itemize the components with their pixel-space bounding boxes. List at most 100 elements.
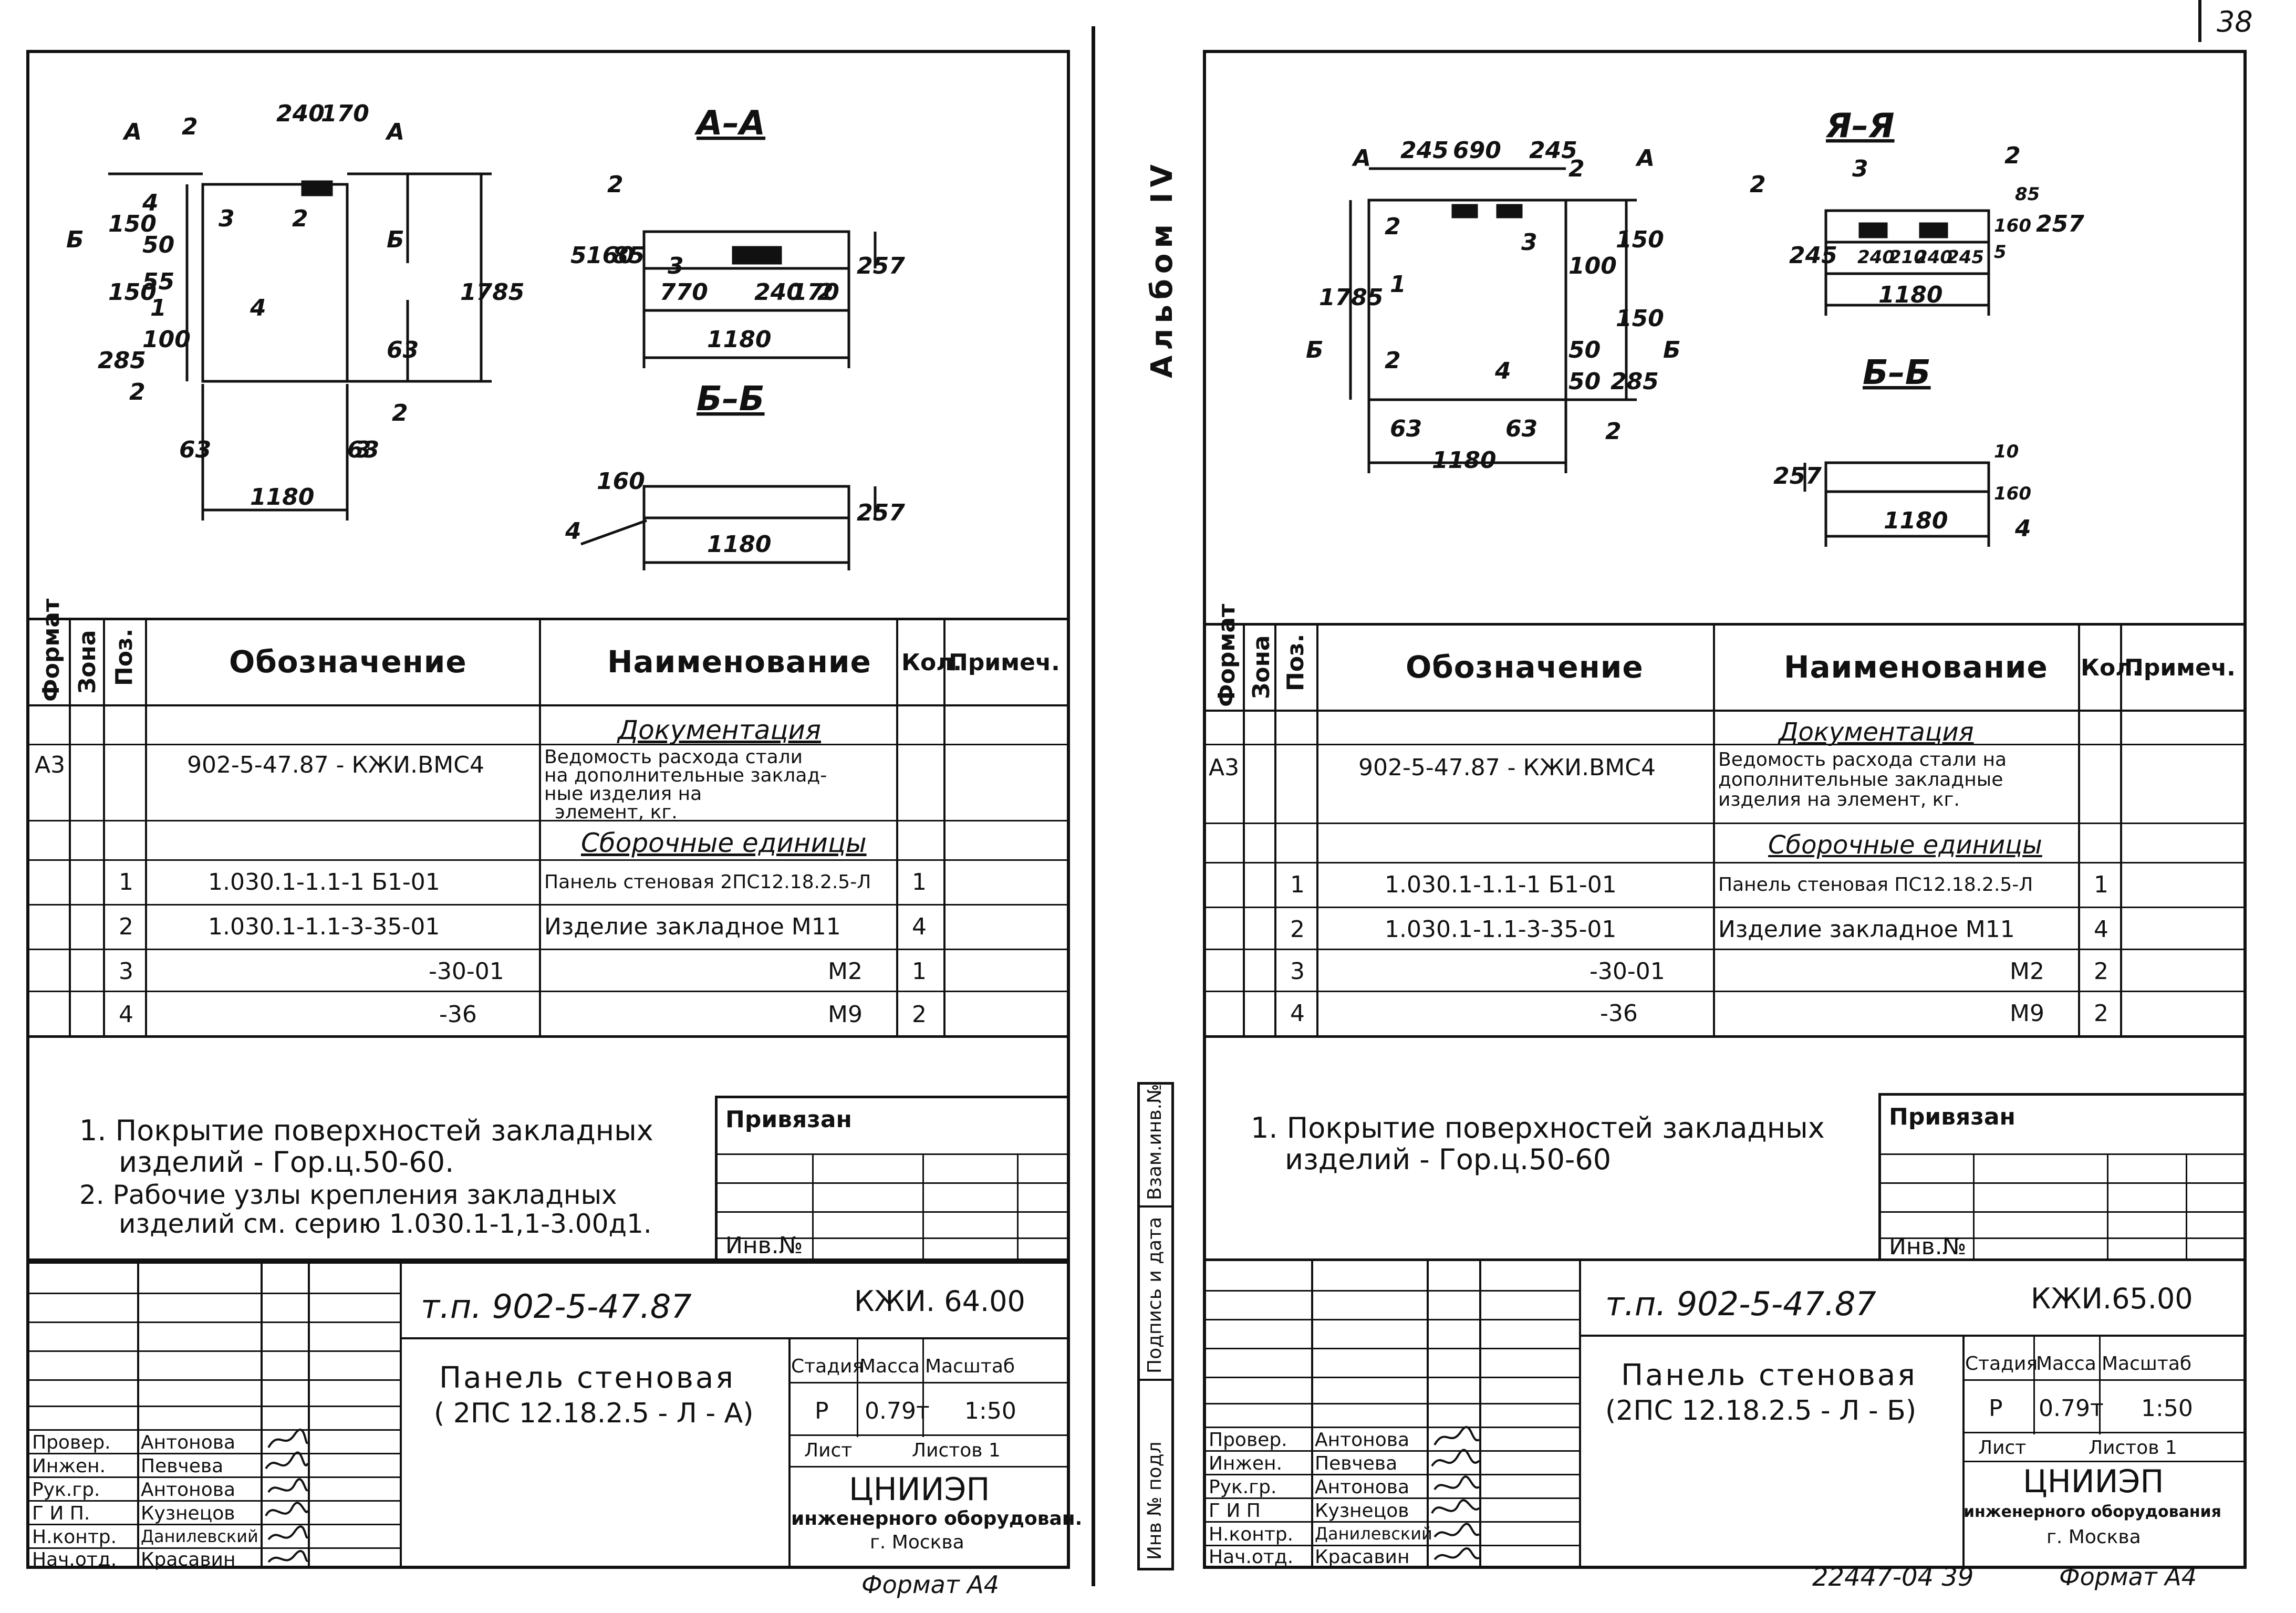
section-aa-title: Я–Я bbox=[1825, 107, 1895, 145]
privyazan-box: Привязан Инв.№ bbox=[715, 1096, 1069, 1261]
dim: 240 bbox=[1857, 247, 1895, 268]
dim: 50 bbox=[1568, 337, 1601, 363]
dim: 257 bbox=[1773, 463, 1822, 490]
leader: 3 bbox=[668, 253, 684, 279]
page-number: 38 bbox=[2217, 5, 2253, 38]
sheet-label: Лист bbox=[804, 1440, 853, 1461]
section-bb-title: Б–Б bbox=[697, 380, 765, 419]
col-designation: Обозначение bbox=[1406, 649, 1644, 685]
dim: 1785 bbox=[1319, 284, 1383, 311]
dim: 85 bbox=[612, 242, 645, 269]
role-name: Кузнецов bbox=[141, 1503, 235, 1524]
title-block: т.п. 902-5-47.87 КЖИ.65.00 Панель стенов… bbox=[1206, 1258, 2243, 1568]
doc-format: А3 bbox=[35, 752, 66, 778]
note-line: 1. Покрытие поверхностей закладных bbox=[79, 1114, 653, 1147]
dim: 690 bbox=[1453, 137, 1501, 164]
spec-table: Формат Зона Поз. Обозначение Наименовани… bbox=[29, 598, 1067, 1059]
role-name: Певчева bbox=[141, 1455, 224, 1477]
leader: 2 bbox=[1750, 171, 1766, 198]
col-pos: Поз. bbox=[1282, 633, 1309, 691]
dim: 285 bbox=[98, 347, 146, 374]
sheet-label: Лист bbox=[1978, 1437, 2027, 1459]
col-designation: Обозначение bbox=[229, 644, 467, 680]
mark-a: А bbox=[1352, 145, 1371, 172]
row-qty: 2 bbox=[2094, 1000, 2108, 1027]
doc-designation: 902-5-47.87 - КЖИ.ВМС4 bbox=[187, 752, 484, 778]
leader: 4 bbox=[250, 295, 266, 321]
signature-marks bbox=[265, 1429, 309, 1563]
dim: 63 bbox=[347, 436, 379, 463]
dim: 63 bbox=[179, 436, 211, 463]
title-line: ( 2ПС 12.18.2.5 - Л - А) bbox=[434, 1398, 754, 1429]
dim: 245 bbox=[1529, 137, 1577, 164]
privyazan-box: Привязан Инв.№ bbox=[1878, 1093, 2246, 1261]
sheet-left: А–А Б–Б А Б А Б 240 170 150 150 50 55 28… bbox=[26, 50, 1082, 1570]
doc-name-line: Ведомость расхода стали на bbox=[1718, 749, 2007, 771]
section-docs: Документация bbox=[1779, 717, 1974, 747]
dim: 1180 bbox=[1884, 507, 1948, 534]
section-bb-panel bbox=[1824, 461, 1990, 493]
dim: 770 bbox=[660, 279, 708, 306]
row-qty: 2 bbox=[2094, 958, 2108, 985]
section-docs: Документация bbox=[618, 715, 821, 745]
role-name: Данилевский bbox=[141, 1526, 258, 1546]
role: Н.контр. bbox=[1209, 1524, 1294, 1545]
dim: 160 bbox=[1994, 215, 2031, 236]
dim: 150 bbox=[108, 211, 157, 237]
dim: 240 bbox=[754, 279, 803, 306]
mark-b: Б bbox=[1663, 337, 1681, 363]
leader: 2 bbox=[607, 171, 624, 198]
scale-label: Масштаб bbox=[2102, 1353, 2192, 1375]
doc-name-line: изделия на элемент, кг. bbox=[1718, 789, 1960, 810]
row-name: М2 bbox=[828, 958, 863, 985]
dim: 170 bbox=[791, 279, 839, 306]
role-name: Данилевский bbox=[1315, 1524, 1432, 1544]
dim: 150 bbox=[1616, 305, 1664, 332]
row-name: Изделие закладное М11 bbox=[1718, 916, 2015, 943]
dim: 285 bbox=[1611, 368, 1659, 395]
row-pos: 2 bbox=[119, 913, 133, 940]
stage-value: Р bbox=[1989, 1395, 2003, 1422]
row-qty: 4 bbox=[2094, 916, 2108, 943]
row-qty: 1 bbox=[912, 958, 927, 985]
side-stamp-inv: Инв № подл bbox=[1144, 1441, 1166, 1560]
dim: 257 bbox=[2036, 211, 2084, 237]
row-pos: 1 bbox=[119, 869, 133, 896]
dim: 257 bbox=[857, 253, 905, 279]
privyazan-inv: Инв.№ bbox=[1889, 1233, 1967, 1260]
col-format: Формат bbox=[38, 598, 65, 702]
dim: 100 bbox=[142, 326, 191, 353]
page-corner-line bbox=[2198, 0, 2201, 42]
org-line: инженерного оборудования bbox=[1963, 1503, 2221, 1521]
role-name: Красавин bbox=[1315, 1546, 1410, 1568]
scale-value: 1:50 bbox=[964, 1398, 1016, 1424]
col-pos: Поз. bbox=[111, 628, 138, 686]
section-aa-title: А–А bbox=[694, 104, 765, 143]
leader: 1 bbox=[150, 295, 167, 321]
mark-b: Б bbox=[66, 226, 84, 253]
row-pos: 3 bbox=[1290, 958, 1305, 985]
row-designation: 1.030.1-1.1-1 Б1-01 bbox=[208, 869, 440, 896]
leader: 3 bbox=[219, 205, 235, 232]
signature-marks bbox=[1431, 1426, 1480, 1560]
role-name: Антонова bbox=[1315, 1429, 1409, 1451]
col-zone: Зона bbox=[1248, 635, 1275, 699]
leader: 2 bbox=[1385, 213, 1401, 240]
drawing-left: А–А Б–Б А Б А Б 240 170 150 150 50 55 28… bbox=[66, 100, 905, 570]
dim: 245 bbox=[1947, 247, 1984, 268]
mass-value: 0.79т bbox=[2039, 1395, 2104, 1422]
scale-value: 1:50 bbox=[2141, 1395, 2193, 1422]
section-units: Сборочные единицы bbox=[1768, 830, 2042, 860]
format-label: Формат А4 bbox=[2059, 1563, 2197, 1591]
dim: 240 bbox=[1915, 247, 1952, 268]
leader: 4 bbox=[1494, 358, 1511, 384]
leader: 2 bbox=[817, 279, 834, 306]
drawing-code: КЖИ.65.00 bbox=[2031, 1282, 2193, 1315]
row-name: Панель стеновая ПС12.18.2.5-Л bbox=[1718, 874, 2033, 896]
role: Г И П. bbox=[32, 1503, 90, 1524]
dim: 10 bbox=[1994, 441, 2019, 462]
dim: 160 bbox=[597, 468, 645, 495]
role: Инжен. bbox=[1209, 1453, 1283, 1474]
main-view-panel bbox=[201, 183, 349, 383]
stage-label: Стадия bbox=[1965, 1353, 2038, 1375]
